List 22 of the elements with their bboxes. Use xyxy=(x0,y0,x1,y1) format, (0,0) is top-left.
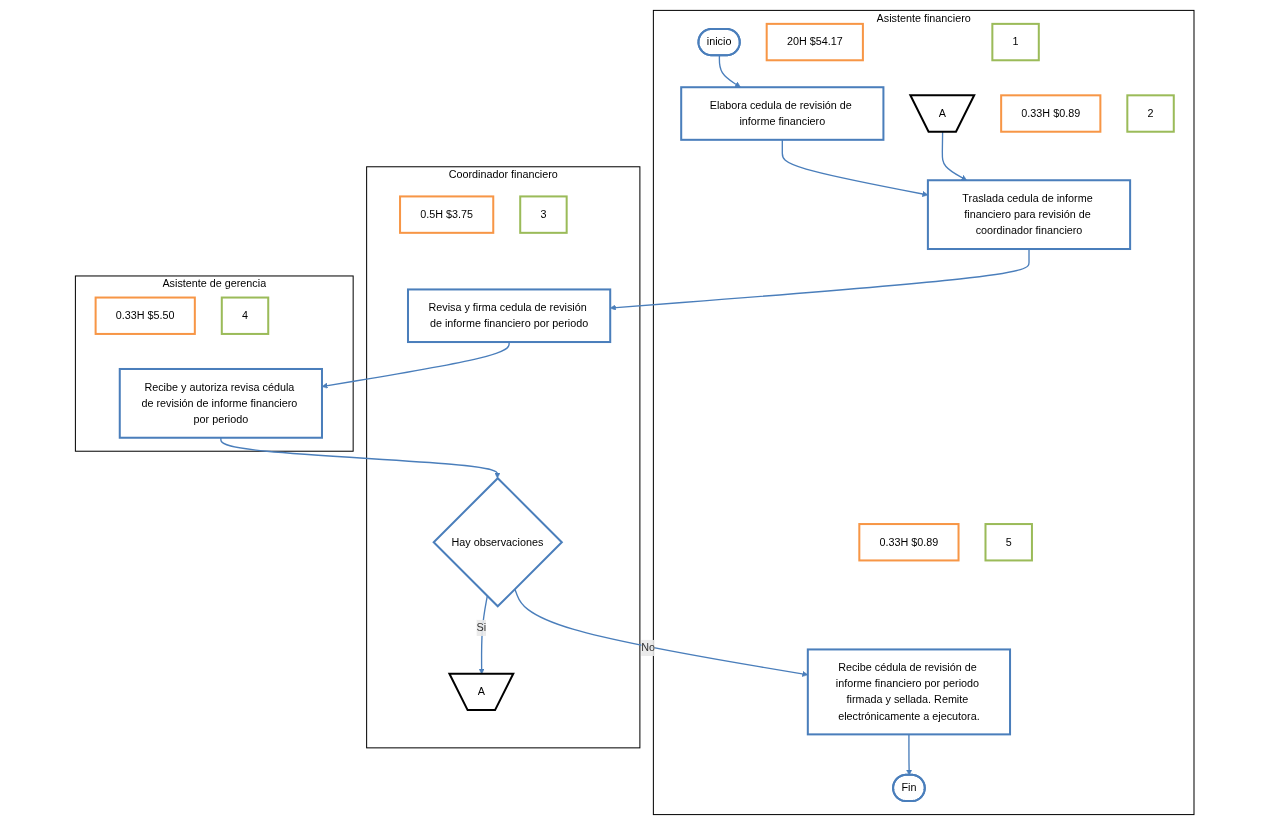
arrow xyxy=(514,588,809,677)
node-box: Elabora cedula de revisión de informe financiero xyxy=(680,86,885,141)
node-box: Revisa y firma cedula de revisión de informe financiero por periodo xyxy=(407,288,612,344)
node-box: Traslada cedula de informe financiero para revisión de coordinador financiero xyxy=(927,179,1132,250)
node-box: 2 xyxy=(1126,94,1176,133)
node-box: 4 xyxy=(221,296,270,335)
arrow xyxy=(220,437,501,479)
edge-label: Si xyxy=(476,621,487,634)
node-box: 5 xyxy=(984,523,1034,562)
node-box: 1 xyxy=(991,22,1041,62)
arrow xyxy=(941,131,968,181)
node-box: 3 xyxy=(519,195,568,234)
node-diamond: Hay observaciones xyxy=(432,476,564,608)
node-box: 0.33H $0.89 xyxy=(1000,94,1102,133)
node-box: Recibe cédula de revisión de informe financiero por periodo firmada y sellada. Remite electrónicamente a ejecutora. xyxy=(807,648,1012,736)
node-box: 0.5H $3.75 xyxy=(399,195,495,234)
node-box: 0.33H $5.50 xyxy=(94,296,197,335)
arrow xyxy=(781,139,929,197)
node-box: 0.33H $0.89 xyxy=(858,523,960,562)
node-box: Recibe y autoriza revisa cédula de revisión de informe financiero por periodo xyxy=(119,368,324,439)
node-box: 20H $54.17 xyxy=(765,22,865,62)
edge-label: No xyxy=(641,641,656,654)
